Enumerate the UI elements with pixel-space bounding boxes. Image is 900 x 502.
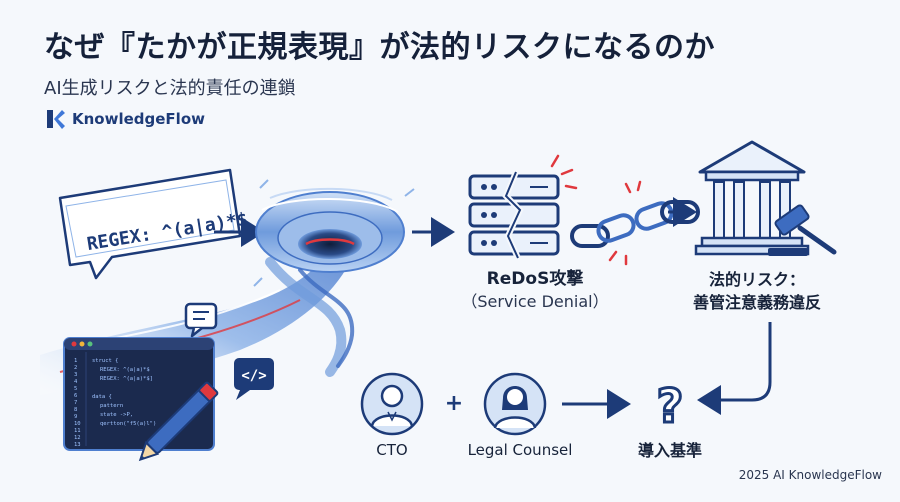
redos-label: ReDoS攻撃 xyxy=(486,269,584,289)
code-tag-text: </> xyxy=(241,368,266,384)
code-line: pattern xyxy=(100,403,123,409)
code-line-number: 7 xyxy=(74,400,77,406)
code-lines: struct { REGEX: ^(a|a)*$ REGEX: ^(a|a)*$] d… xyxy=(92,358,156,427)
code-line: state ->P, xyxy=(100,412,133,418)
brand: KnowledgeFlow xyxy=(44,108,205,130)
footer-copyright: 2025 AI KnowledgeFlow xyxy=(738,468,882,482)
cto-label: CTO xyxy=(376,441,408,459)
courthouse-icon xyxy=(694,140,810,256)
code-line: REGEX: ^(a|a)*$] xyxy=(100,376,153,382)
code-line-number: 4 xyxy=(74,379,78,385)
page-subtitle: AI生成リスクと法的責任の連鎖 xyxy=(44,78,296,99)
arrow-legal-to-criteria xyxy=(697,322,772,415)
criteria-label: 導入基準 xyxy=(637,441,702,460)
legal-risk-label: 法的リスク： xyxy=(708,270,805,289)
code-line-number: 8 xyxy=(74,407,77,413)
code-tag-bubble: </> xyxy=(234,358,274,400)
code-editor: struct { REGEX: ^(a|a)*$ REGEX: ^(a|a)*$] d… xyxy=(63,337,215,451)
legal-counsel-label: Legal Counsel xyxy=(467,441,573,459)
regex-bubble: REGEX: ^(a|a)*$ xyxy=(58,168,249,280)
redos-sublabel: （Service Denial） xyxy=(461,292,609,311)
gavel-icon xyxy=(768,204,837,256)
broken-chain-icon xyxy=(570,180,700,266)
code-line-number: 10 xyxy=(74,421,81,427)
question-mark-icon: ? xyxy=(657,379,684,433)
plus-sign: + xyxy=(445,391,463,416)
cto-avatar xyxy=(360,372,424,436)
code-line-number: 1 xyxy=(74,358,77,364)
code-line-number: 3 xyxy=(74,372,77,378)
code-line-number: 12 xyxy=(74,435,81,441)
code-line-number: 2 xyxy=(74,365,77,371)
brand-name: KnowledgeFlow xyxy=(72,110,205,128)
legal-risk-detail: 善管注意義務違反 xyxy=(692,293,821,312)
page-title: なぜ『たかが正規表現』が法的リスクになるのか xyxy=(44,30,715,65)
legal-counsel-avatar xyxy=(483,372,547,436)
code-line-number: 5 xyxy=(74,386,77,392)
code-line: data { xyxy=(92,394,112,400)
code-line-number: 13 xyxy=(74,442,81,448)
code-line: REGEX: ^(a|a)*$ xyxy=(100,367,150,373)
tornado-icon xyxy=(253,179,415,377)
pencil-icon xyxy=(138,381,219,462)
chat-bubble-icon xyxy=(184,302,218,338)
broken-server-icon xyxy=(468,170,560,260)
code-line-number: 9 xyxy=(74,414,77,420)
knowledgeflow-logo-icon xyxy=(47,110,65,129)
code-line: qertton("f5(a)l") xyxy=(100,421,156,427)
code-line-number: 6 xyxy=(74,393,77,399)
code-line-number: 11 xyxy=(74,428,81,434)
alert-sparks-icon xyxy=(550,154,578,190)
code-line: struct { xyxy=(92,358,119,364)
